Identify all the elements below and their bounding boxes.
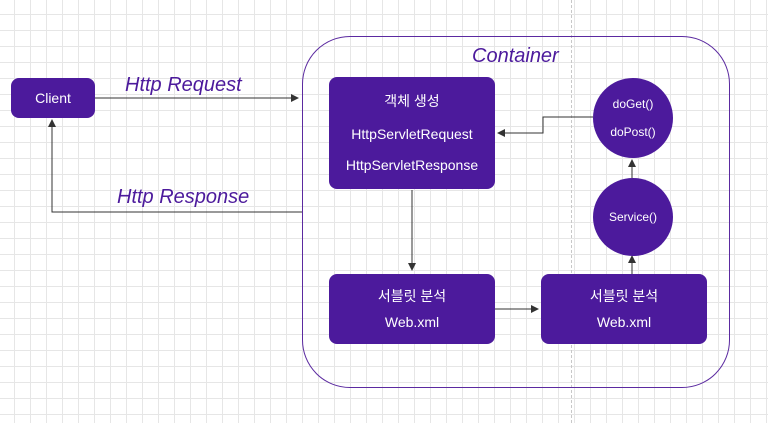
response-arrow	[48, 119, 302, 213]
servlet-analysis-right-node[interactable]: 서블릿 분석 Web.xml	[541, 274, 707, 344]
container-label: Container	[472, 45, 559, 67]
object-creation-title: 객체 생성	[384, 93, 440, 109]
service-node[interactable]: Service()	[593, 178, 673, 256]
response-object-label: HttpServletResponse	[345, 157, 479, 173]
request-label: Http Request	[125, 74, 242, 96]
client-node[interactable]: Client	[11, 78, 95, 118]
container-boundary	[302, 36, 730, 388]
servlet-analysis-left-title: 서블릿 분석	[377, 288, 447, 304]
dopost-label: doPost()	[610, 125, 656, 139]
response-label: Http Response	[117, 186, 250, 208]
client-label: Client	[35, 90, 71, 106]
methods-node[interactable]: doGet() doPost()	[593, 78, 673, 158]
servlet-analysis-left-file: Web.xml	[384, 314, 440, 330]
servlet-analysis-right-file: Web.xml	[596, 314, 652, 330]
servlet-analysis-left-node[interactable]: 서블릿 분석 Web.xml	[329, 274, 495, 344]
service-label: Service()	[608, 210, 657, 224]
doget-label: doGet()	[612, 97, 654, 111]
request-object-label: HttpServletRequest	[351, 126, 473, 142]
guide-line	[571, 0, 572, 423]
servlet-analysis-right-title: 서블릿 분석	[589, 288, 659, 304]
methods-to-create-arrow	[497, 116, 593, 137]
object-creation-node[interactable]: 객체 생성 HttpServletRequest HttpServletResp…	[329, 77, 495, 189]
